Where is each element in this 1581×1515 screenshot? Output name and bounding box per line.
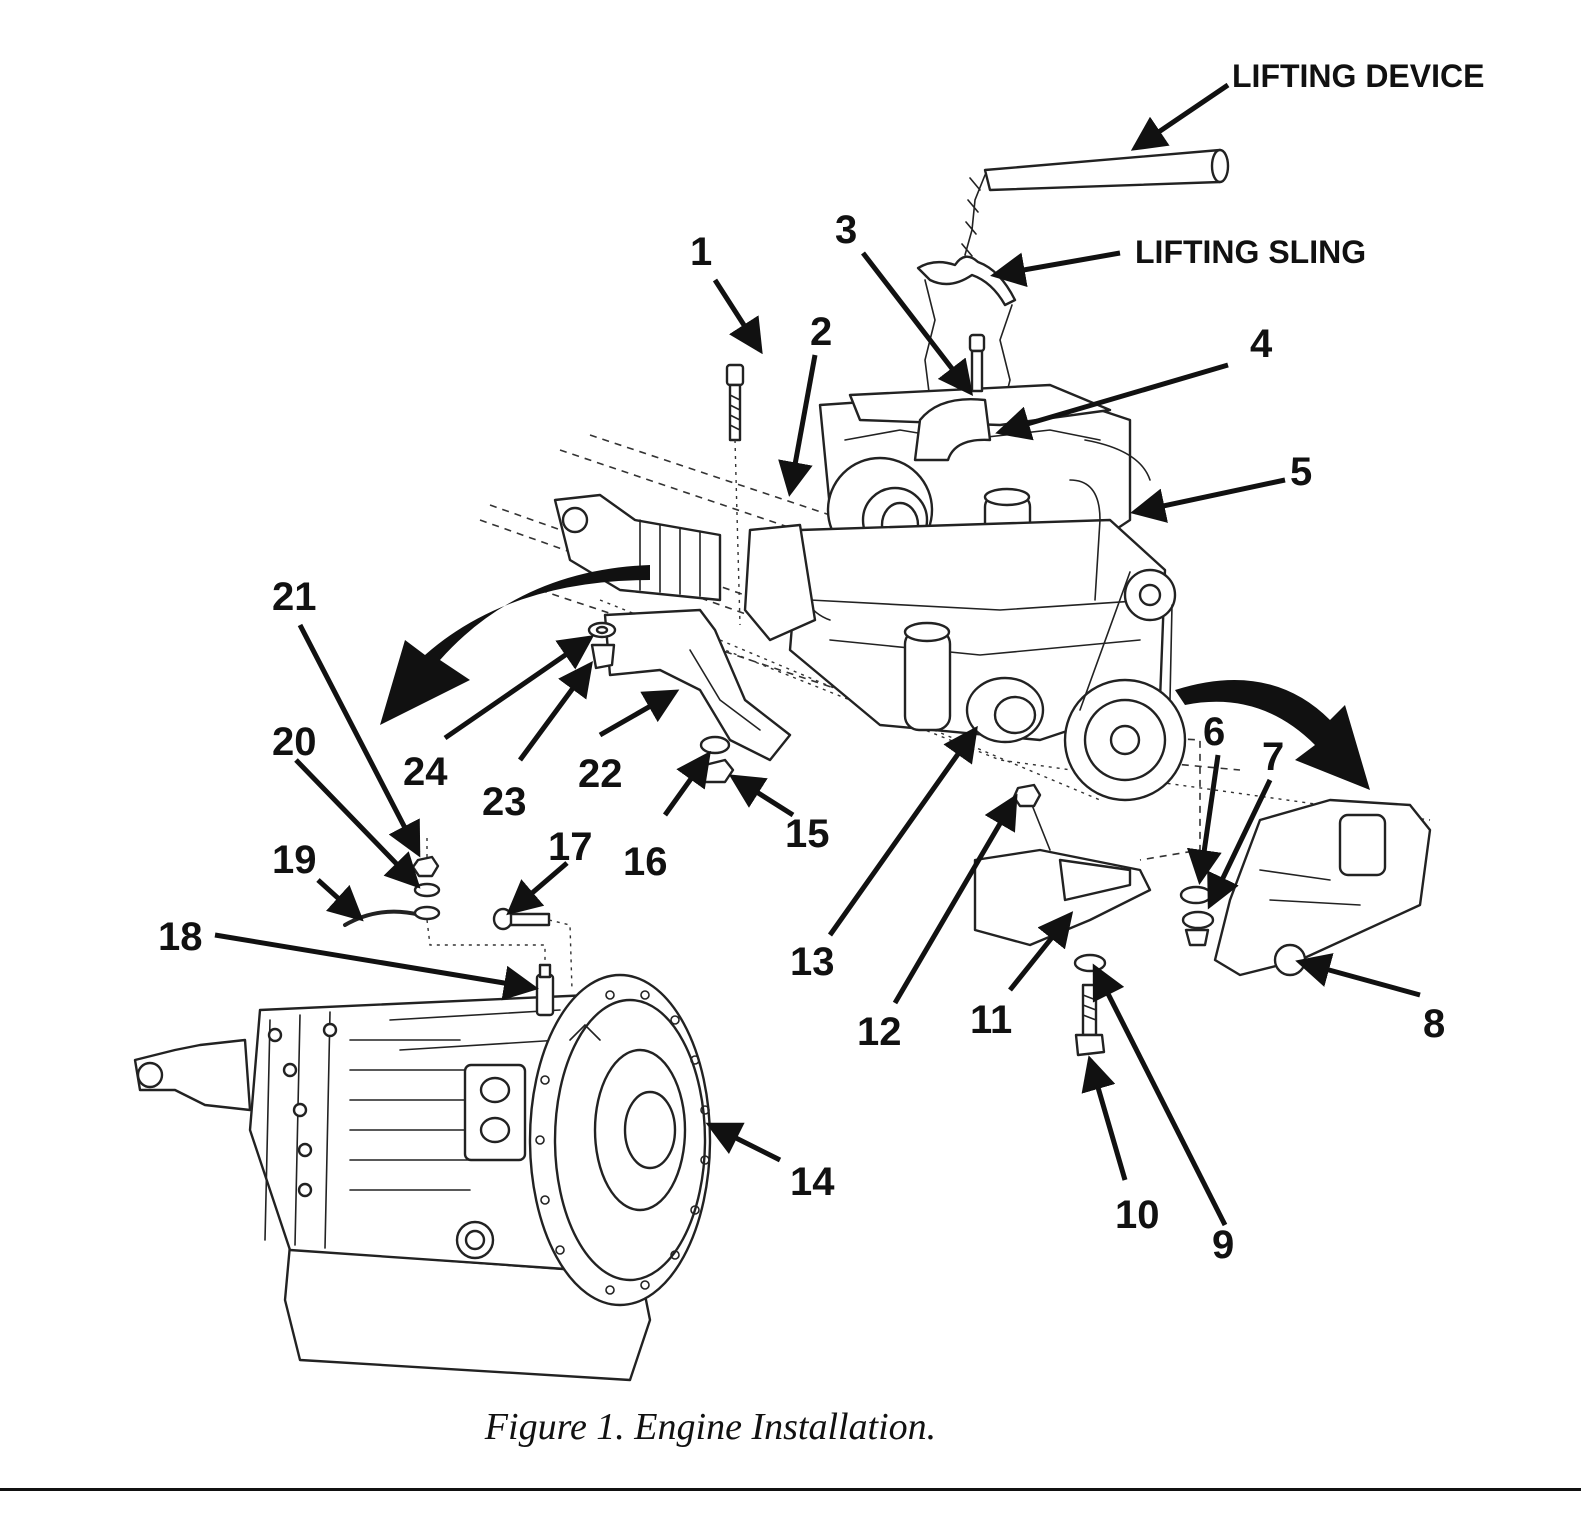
callout-15: 15	[785, 812, 830, 856]
callout-9: 9	[1212, 1223, 1234, 1267]
callout-4: 4	[1250, 322, 1273, 366]
rear-mount-bracket	[603, 523, 817, 762]
rotate-left-arrow	[380, 565, 650, 725]
label-lifting-sling: LIFTING SLING	[1135, 234, 1366, 270]
bolt-17	[492, 907, 573, 991]
engine	[788, 383, 1187, 802]
callout-12: 12	[857, 1010, 902, 1054]
bolt-1	[725, 363, 745, 626]
bolt-10	[1074, 983, 1106, 1057]
callout-16: 16	[623, 840, 668, 884]
right-driveline	[1213, 798, 1432, 977]
lifting-device	[983, 148, 1230, 192]
callout-20: 20	[272, 720, 317, 764]
callout-19: 19	[272, 838, 317, 882]
callout-8: 8	[1423, 1002, 1445, 1046]
callout-17: 17	[548, 825, 593, 869]
washer-16	[699, 735, 731, 755]
leaders	[214, 82, 1421, 1227]
callout-23: 23	[482, 780, 527, 824]
nut-21	[411, 855, 440, 878]
callout-6: 6	[1203, 710, 1225, 754]
callout-10: 10	[1115, 1193, 1160, 1237]
callout-5: 5	[1290, 450, 1312, 494]
wire-19	[343, 905, 546, 965]
callout-24: 24	[403, 750, 448, 794]
callout-7: 7	[1262, 735, 1284, 779]
washers-6-7	[1179, 885, 1215, 947]
bolt-3	[968, 333, 986, 393]
front-mount-bracket	[973, 799, 1152, 947]
mount-23	[590, 643, 616, 670]
washer-9	[1073, 953, 1107, 973]
washer-20	[413, 882, 441, 898]
lifting-chain	[961, 174, 986, 257]
callout-2: 2	[810, 310, 832, 354]
bottom-rule	[0, 1488, 1581, 1491]
callout-14: 14	[790, 1160, 835, 1204]
callout-21: 21	[272, 575, 317, 619]
callout-22: 22	[578, 752, 623, 796]
callout-18: 18	[158, 915, 203, 959]
callout-3: 3	[835, 208, 857, 252]
label-lifting-device: LIFTING DEVICE	[1232, 58, 1484, 94]
transmission	[133, 963, 712, 1382]
washer-24	[587, 621, 617, 639]
callout-1: 1	[690, 230, 712, 274]
rotate-right-arrow	[1175, 680, 1370, 790]
nut-12	[1012, 783, 1042, 808]
callout-11: 11	[970, 998, 1012, 1042]
figure-caption: Figure 1. Engine Installation.	[484, 1406, 937, 1448]
callout-13: 13	[790, 940, 835, 984]
